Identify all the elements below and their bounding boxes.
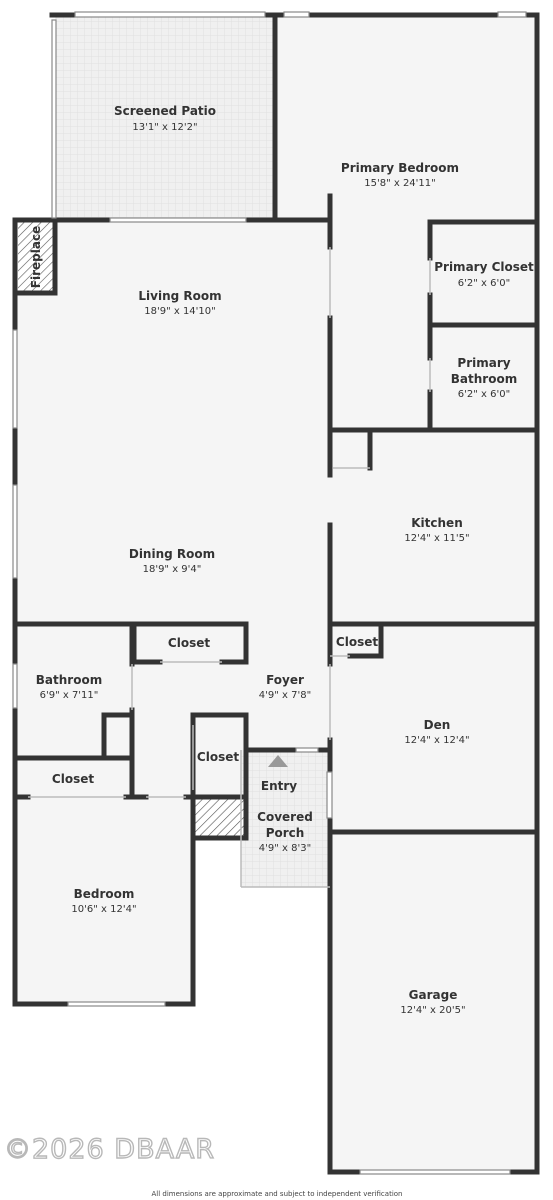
dim-dining-room: 18'9" x 9'4" — [143, 564, 202, 575]
label-kitchen: Kitchen — [411, 516, 463, 530]
dim-screened-patio: 13'1" x 12'2" — [132, 122, 197, 133]
window-bath-left — [12, 663, 18, 709]
bedroom-floor — [15, 796, 193, 1006]
label-closet-hall: Closet — [168, 636, 210, 650]
door-entry — [295, 747, 319, 753]
label-entry: Entry — [261, 779, 297, 793]
label-fireplace: Fireplace — [29, 226, 43, 288]
dim-covered-porch: 4'9" x 8'3" — [259, 843, 311, 854]
room-labels: Screened Patio 13'1" x 12'2" Primary Bed… — [29, 104, 534, 1016]
label-primary-bedroom: Primary Bedroom — [341, 161, 459, 175]
kitchen-floor — [330, 430, 537, 624]
porch-floor — [241, 750, 328, 887]
label-primary-bathroom-2: Bathroom — [451, 372, 517, 386]
window-patio-top — [74, 11, 266, 18]
dim-living-room: 18'9" x 14'10" — [144, 306, 216, 317]
label-bathroom: Bathroom — [36, 673, 102, 687]
dim-den: 12'4" x 12'4" — [404, 735, 469, 746]
screened-patio-floor — [55, 15, 275, 219]
label-closet-foyer: Closet — [197, 750, 239, 764]
window-dining-left — [12, 484, 18, 579]
label-den: Den — [424, 718, 451, 732]
label-dining-room: Dining Room — [129, 547, 215, 561]
label-closet-den: Closet — [336, 635, 378, 649]
den-floor — [330, 624, 537, 832]
window-den-left — [326, 771, 333, 819]
garage-floor — [330, 832, 537, 1172]
entry-arrow-icon — [268, 755, 288, 767]
dim-kitchen: 12'4" x 11'5" — [404, 533, 469, 544]
label-primary-closet: Primary Closet — [434, 260, 534, 274]
dim-primary-bedroom: 15'8" x 24'11" — [364, 178, 436, 189]
dim-bedroom: 10'6" x 12'4" — [71, 904, 136, 915]
window-living-left — [12, 329, 18, 429]
dim-garage: 12'4" x 20'5" — [400, 1005, 465, 1016]
label-primary-bathroom-1: Primary — [457, 356, 510, 370]
window-patio-bottom — [109, 217, 247, 223]
disclaimer: All dimensions are approximate and subje… — [152, 1190, 403, 1198]
label-covered-porch-1: Covered — [257, 810, 313, 824]
watermark: ©2026 DBAAR — [4, 1134, 215, 1165]
dim-foyer: 4'9" x 7'8" — [259, 690, 311, 701]
label-bedroom: Bedroom — [74, 887, 135, 901]
window-bedroom-bottom — [67, 1001, 166, 1007]
label-closet-bath: Closet — [52, 772, 94, 786]
label-screened-patio: Screened Patio — [114, 104, 216, 118]
label-covered-porch-2: Porch — [266, 826, 305, 840]
window-patio-left — [51, 19, 57, 219]
storage-hatch — [194, 798, 244, 836]
label-foyer: Foyer — [266, 673, 304, 687]
door-lines — [28, 247, 431, 888]
living-floor — [15, 219, 330, 625]
dim-bathroom: 6'9" x 7'11" — [40, 690, 99, 701]
dim-primary-closet: 6'2" x 6'0" — [458, 278, 510, 289]
window-bedroom-top-b — [497, 11, 527, 18]
window-garage-bottom — [359, 1169, 511, 1175]
label-living-room: Living Room — [138, 289, 221, 303]
windows — [12, 11, 527, 1175]
dim-primary-bathroom: 6'2" x 6'0" — [458, 389, 510, 400]
window-bedroom-top-a — [283, 11, 310, 18]
label-garage: Garage — [409, 988, 458, 1002]
fireplace-hatch — [18, 222, 54, 292]
